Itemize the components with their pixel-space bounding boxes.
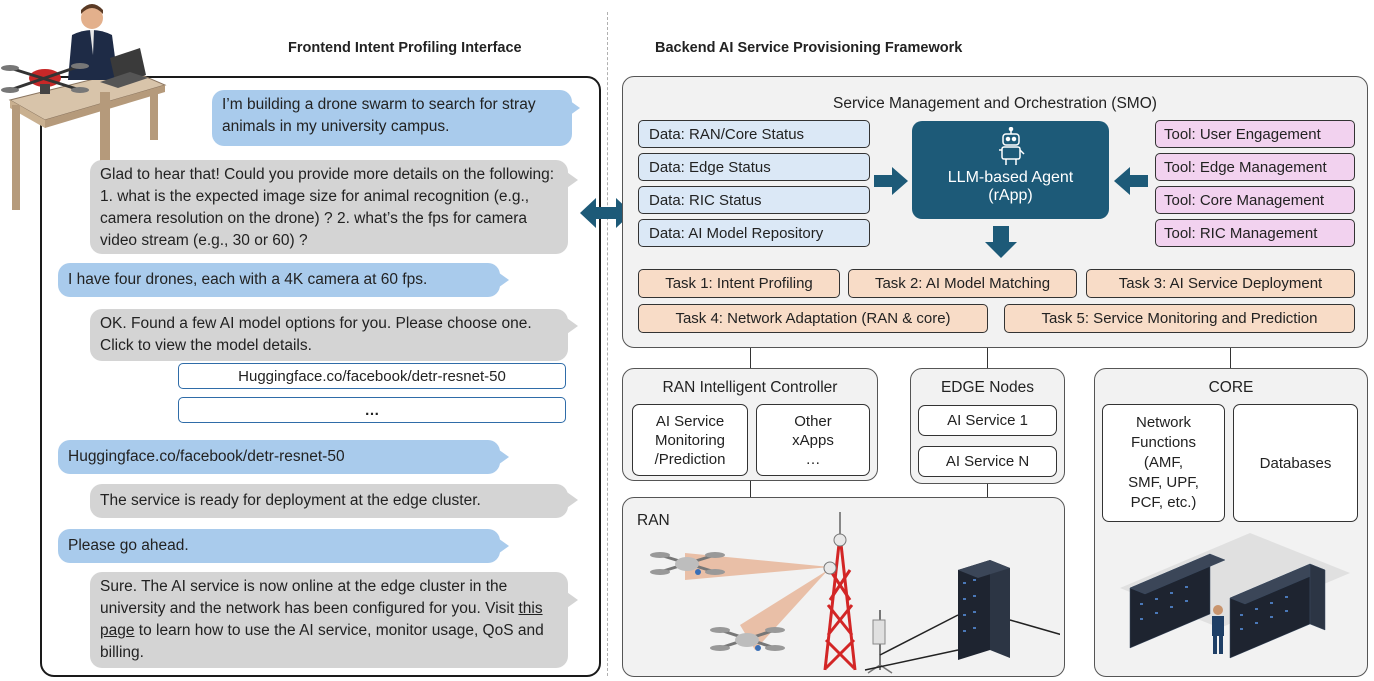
core-databases: Databases bbox=[1233, 404, 1358, 522]
model-option-link[interactable]: Huggingface.co/facebook/detr-resnet-50 bbox=[178, 363, 566, 389]
ric-title: RAN Intelligent Controller bbox=[662, 379, 838, 396]
ric-box-line: xApps bbox=[792, 431, 834, 449]
task-ai-model-matching: Task 2: AI Model Matching bbox=[848, 269, 1077, 298]
section-divider bbox=[607, 12, 608, 676]
data-ai-model-repository: Data: AI Model Repository bbox=[638, 219, 870, 247]
nf-line: SMF, UPF, bbox=[1128, 474, 1199, 491]
connector-line bbox=[987, 484, 988, 497]
bubble-tail bbox=[495, 447, 509, 467]
edge-title: EDGE Nodes bbox=[940, 379, 1035, 396]
chat-message-bot-3: The service is ready for deployment at t… bbox=[90, 484, 568, 518]
connector-line bbox=[987, 348, 988, 368]
task-network-adaptation: Task 4: Network Adaptation (RAN & core) bbox=[638, 304, 988, 333]
llm-agent-box: LLM-based Agent (rApp) bbox=[912, 121, 1109, 219]
ric-other-xapps-box: Other xApps … bbox=[756, 404, 870, 476]
nf-line: PCF, etc.) bbox=[1130, 494, 1197, 511]
bubble-tail bbox=[564, 590, 578, 610]
edge-ai-service-n: AI Service N bbox=[918, 446, 1057, 477]
data-ran-core-status: Data: RAN/Core Status bbox=[638, 120, 870, 148]
connector-line bbox=[750, 348, 751, 368]
core-network-functions: Network Functions (AMF, SMF, UPF, PCF, e… bbox=[1102, 404, 1225, 522]
nf-line: Network bbox=[1135, 414, 1191, 431]
data-ric-status: Data: RIC Status bbox=[638, 186, 870, 214]
more-options-button[interactable]: … bbox=[178, 397, 566, 423]
arrow-right-icon bbox=[874, 167, 908, 195]
server-rack-icon bbox=[958, 560, 1010, 660]
task-ai-service-deployment: Task 3: AI Service Deployment bbox=[1086, 269, 1355, 298]
tool-ric-management: Tool: RIC Management bbox=[1155, 219, 1355, 247]
chat-message-bot-4: Sure. The AI service is now online at th… bbox=[90, 572, 568, 668]
bubble-tail bbox=[495, 270, 509, 290]
ran-illustration bbox=[650, 512, 1060, 674]
message-text: to learn how to use the AI service, moni… bbox=[100, 622, 544, 661]
ric-box-line: … bbox=[805, 450, 821, 468]
ric-box-line: Other bbox=[794, 412, 832, 430]
bidirectional-arrow-icon bbox=[580, 198, 632, 228]
this-page-link[interactable]: this page bbox=[100, 600, 543, 639]
radio-beam bbox=[740, 570, 828, 650]
nf-line: (AMF, bbox=[1143, 454, 1184, 471]
user-at-desk-illustration bbox=[1, 4, 167, 210]
datacenter-illustration bbox=[1120, 533, 1350, 659]
bubble-tail bbox=[564, 170, 578, 190]
ran-title: RAN bbox=[637, 512, 670, 529]
bubble-tail bbox=[495, 536, 509, 556]
arrow-down-icon bbox=[985, 226, 1017, 258]
smo-title: Service Management and Orchestration (SM… bbox=[833, 95, 1157, 112]
bubble-tail bbox=[566, 98, 580, 118]
chat-message-bot-2: OK. Found a few AI model options for you… bbox=[90, 309, 568, 361]
message-text: Sure. The AI service is now online at th… bbox=[100, 578, 519, 617]
arrow-left-icon bbox=[1114, 167, 1148, 195]
nf-line: Functions bbox=[1130, 434, 1197, 451]
core-title: CORE bbox=[1208, 379, 1254, 396]
edge-ai-service-1: AI Service 1 bbox=[918, 405, 1057, 436]
data-edge-status: Data: Edge Status bbox=[638, 153, 870, 181]
agent-label: LLM-based Agent bbox=[947, 169, 1074, 186]
backend-heading: Backend AI Service Provisioning Framewor… bbox=[655, 40, 963, 56]
bubble-tail bbox=[564, 316, 578, 336]
tool-core-management: Tool: Core Management bbox=[1155, 186, 1355, 214]
ric-ai-service-box: AI Service Monitoring /Prediction bbox=[632, 404, 748, 476]
drone-icon bbox=[650, 552, 725, 575]
tool-edge-management: Tool: Edge Management bbox=[1155, 153, 1355, 181]
ric-box-line: AI Service bbox=[655, 412, 725, 430]
task-service-monitoring: Task 5: Service Monitoring and Predictio… bbox=[1004, 304, 1355, 333]
task-intent-profiling: Task 1: Intent Profiling bbox=[638, 269, 840, 298]
chat-message-user-2: I have four drones, each with a 4K camer… bbox=[58, 263, 500, 297]
frontend-heading: Frontend Intent Profiling Interface bbox=[288, 40, 522, 56]
robot-icon bbox=[998, 127, 1025, 165]
cell-tower-icon bbox=[823, 534, 857, 671]
bubble-tail bbox=[564, 490, 578, 510]
ric-box-line: /Prediction bbox=[654, 450, 726, 468]
drone-icon bbox=[710, 627, 785, 651]
chat-message-user-3: Huggingface.co/facebook/detr-resnet-50 bbox=[58, 440, 500, 474]
chat-message-user-4: Please go ahead. bbox=[58, 529, 500, 563]
chat-message-user-1: I’m building a drone swarm to search for… bbox=[212, 90, 572, 146]
connector-line bbox=[750, 481, 751, 497]
tool-user-engagement: Tool: User Engagement bbox=[1155, 120, 1355, 148]
chat-message-bot-1: Glad to hear that! Could you provide mor… bbox=[90, 160, 568, 254]
agent-sublabel: (rApp) bbox=[988, 187, 1033, 204]
connector-line bbox=[1230, 348, 1231, 368]
ric-box-line: Monitoring bbox=[654, 431, 726, 449]
